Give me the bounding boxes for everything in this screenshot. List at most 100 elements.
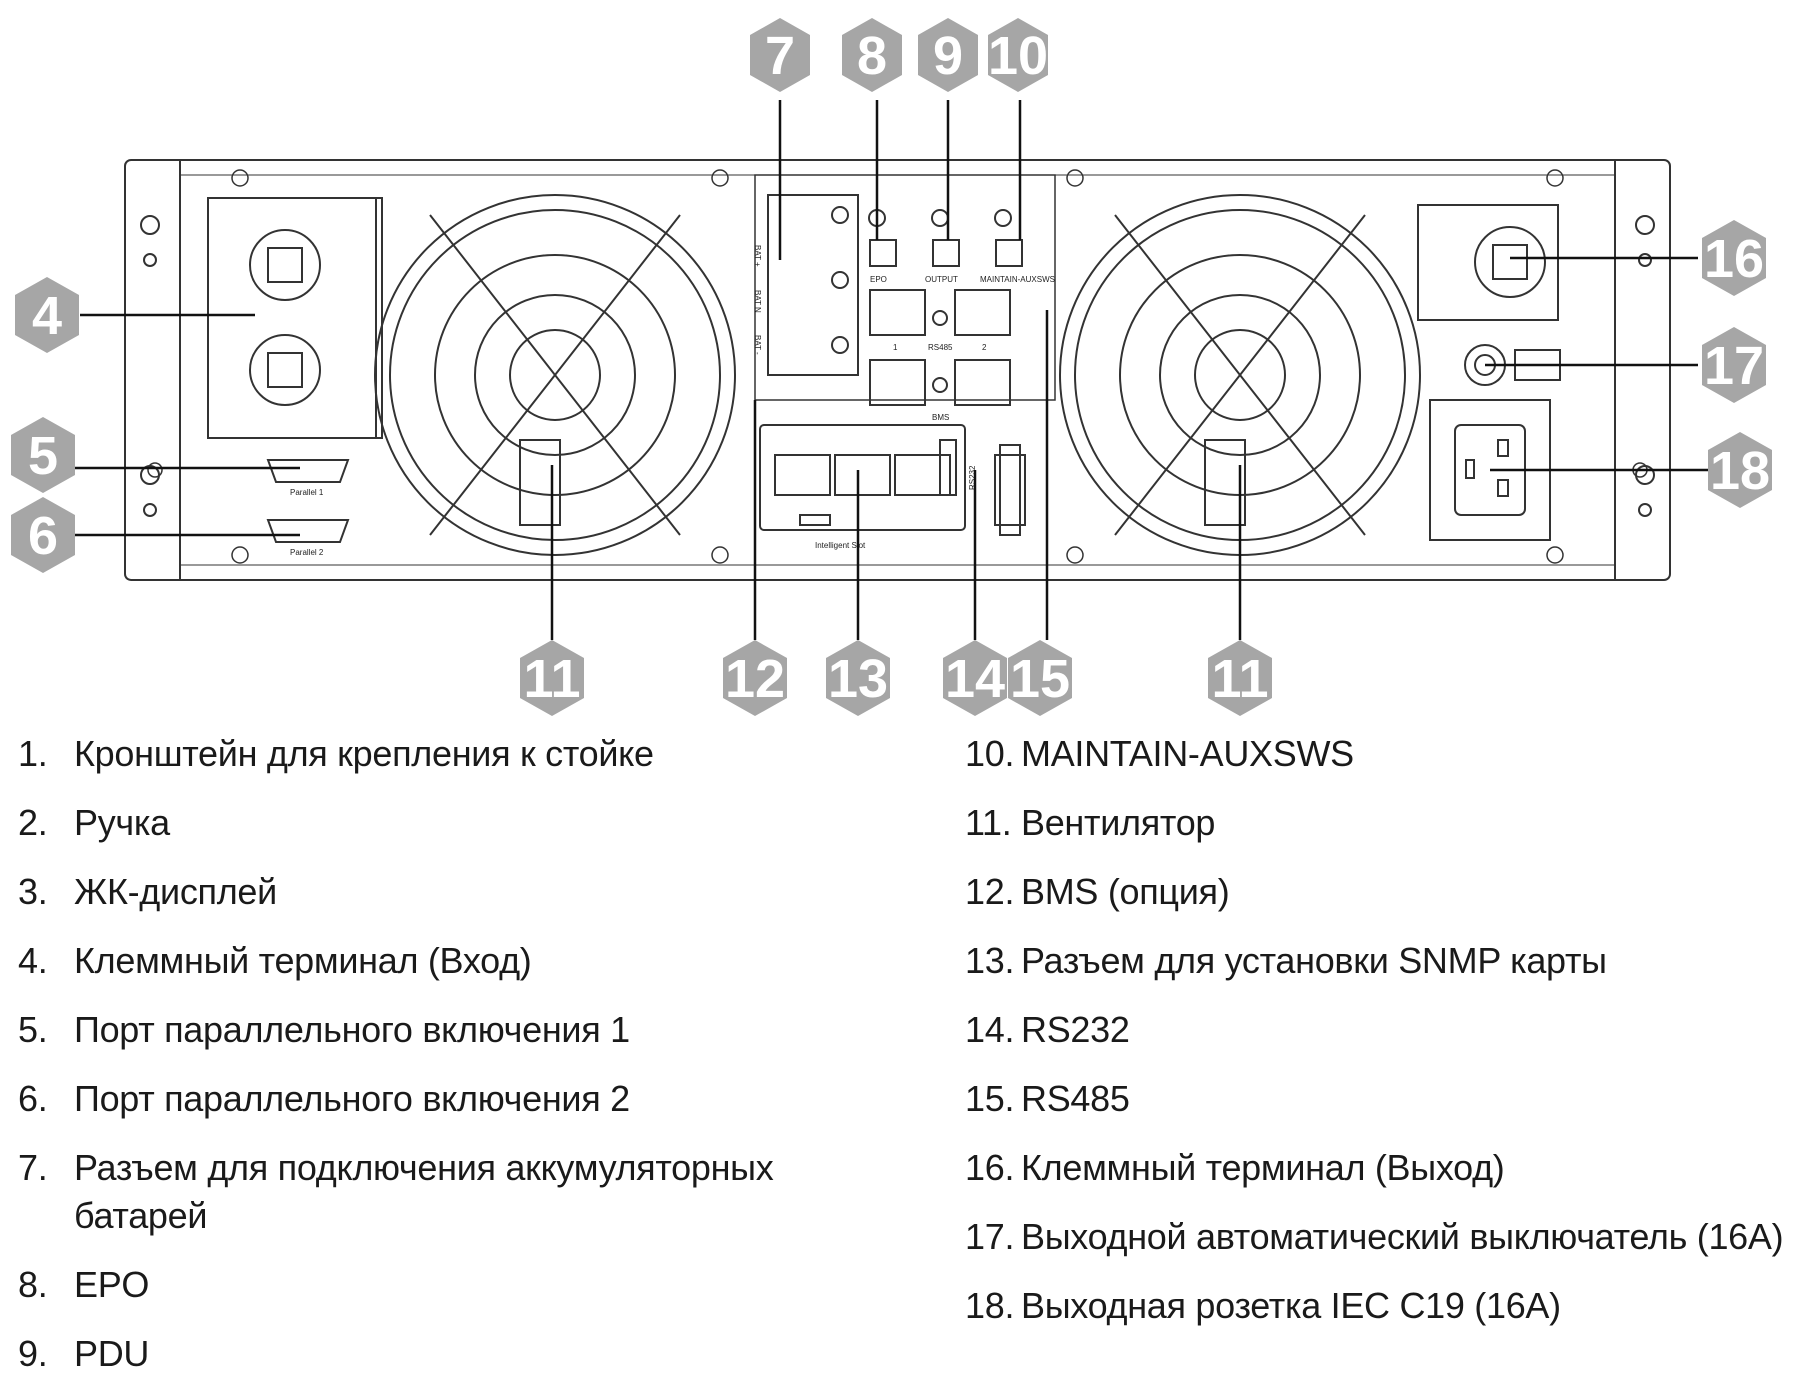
legend-number: 15.: [965, 1078, 1015, 1119]
callout-14: 14: [945, 649, 1005, 709]
legend-text: ЖК-дисплей: [74, 871, 277, 912]
legend-number: 3.: [18, 871, 48, 912]
legend-text: Порт параллельного включения 2: [74, 1078, 630, 1119]
legend-number: 16.: [965, 1147, 1015, 1188]
label-maintain: MAINTAIN-AUXSWS: [980, 275, 1055, 284]
callout-9: 9: [933, 26, 963, 86]
legend-number: 17.: [965, 1216, 1015, 1257]
label-parallel-2: Parallel 2: [290, 548, 324, 557]
legend-text: Разъем для установки SNMP карты: [1021, 940, 1607, 981]
bms-ports: [869, 359, 1011, 406]
legend-item: 1. Кронштейн для крепления к стойке: [18, 730, 878, 778]
label-parallel-1: Parallel 1: [290, 488, 324, 497]
maintain-switch: [994, 209, 1023, 267]
callout-14-badge: [943, 640, 1007, 716]
legend-right: 10.MAINTAIN-AUXSWS 11.Вентилятор 12.BMS …: [965, 730, 1785, 1351]
callout-9-badge: [918, 18, 978, 92]
parallel-port-1: [266, 459, 350, 483]
callout-6: 6: [28, 506, 58, 566]
legend-item: 8.EPO: [18, 1261, 878, 1309]
callout-11-left: 11: [523, 649, 580, 709]
callout-16-badge: [1702, 220, 1766, 296]
label-epo: EPO: [870, 275, 887, 284]
rs485-ports: [869, 289, 1011, 336]
callout-12: 12: [725, 649, 785, 709]
legend-item: 9. PDU: [18, 1330, 878, 1378]
legend-text: Клеммный терминал (Вход): [74, 940, 532, 981]
legend-item: 6. Порт параллельного включения 2: [18, 1075, 878, 1123]
legend-text: Кронштейн для крепления к стойке: [74, 733, 654, 774]
legend-item: 13.Разъем для установки SNMP карты: [965, 937, 1785, 985]
label-rs232: RS232: [968, 465, 977, 490]
legend-number: 2.: [18, 802, 48, 843]
callout-8: 8: [857, 26, 887, 86]
label-port-2: 2: [982, 343, 987, 352]
callout-13-badge: [826, 640, 890, 716]
callout-11-right-badge: [1208, 640, 1272, 716]
legend-item: 3. ЖК-дисплей: [18, 868, 878, 916]
legend-number: 18.: [965, 1285, 1015, 1326]
legend-text: Выходной автоматический выключатель (16A…: [1021, 1216, 1784, 1257]
callout-17: 17: [1704, 336, 1764, 396]
legend-item: 2. Ручка: [18, 799, 878, 847]
callout-10: 10: [988, 26, 1048, 86]
callout-6-badge: [11, 497, 75, 573]
callout-11-right: 11: [1211, 649, 1268, 709]
legend-number: 1.: [18, 733, 48, 774]
input-terminal-block: [207, 197, 383, 439]
legend-number: 7.: [18, 1147, 48, 1188]
callout-11-left-badge: [520, 640, 584, 716]
callout-5-badge: [11, 417, 75, 493]
label-bat-minus: BAT -: [753, 335, 762, 355]
parallel-port-2: [266, 519, 350, 543]
legend-item: 18.Выходная розетка IEC C19 (16A): [965, 1282, 1785, 1330]
label-bat-plus: BAT +: [753, 245, 762, 267]
legend-text: PDU: [74, 1333, 150, 1374]
label-port-1: 1: [893, 343, 898, 352]
legend-item: 17.Выходной автоматический выключатель (…: [965, 1213, 1785, 1261]
legend-text: Порт параллельного включения 1: [74, 1009, 630, 1050]
legend-text: BMS (опция): [1021, 871, 1230, 912]
legend-number: 12.: [965, 871, 1015, 912]
callout-18: 18: [1710, 441, 1770, 501]
output-terminal-block: [1417, 204, 1559, 321]
rs232-port: [994, 444, 1026, 536]
label-rs485: RS485: [928, 343, 953, 352]
legend-text: Клеммный терминал (Выход): [1021, 1147, 1505, 1188]
callout-15: 15: [1010, 649, 1070, 709]
legend-text: Разъем для подключения аккумуляторных ба…: [74, 1147, 774, 1236]
label-intelligent-slot: Intelligent Slot: [815, 541, 866, 550]
callout-15-badge: [1008, 640, 1072, 716]
legend-text: MAINTAIN-AUXSWS: [1021, 733, 1354, 774]
callout-17-badge: [1702, 327, 1766, 403]
legend-item: 5. Порт параллельного включения 1: [18, 1006, 878, 1054]
callout-4-badge: [15, 277, 79, 353]
legend-text: Ручка: [74, 802, 170, 843]
fan-left: [374, 194, 736, 556]
legend-number: 6.: [18, 1078, 48, 1119]
legend-text: Вентилятор: [1021, 802, 1216, 843]
legend-item: 4.Клеммный терминал (Вход): [18, 937, 878, 985]
legend-left: 1. Кронштейн для крепления к стойке 2. Руч…: [18, 730, 878, 1399]
legend-item: 7. Разъем для подключения аккумуляторных …: [18, 1144, 878, 1240]
legend-item: 16.Клеммный терминал (Выход): [965, 1144, 1785, 1192]
legend-text: RS232: [1021, 1009, 1130, 1050]
legend-number: 14.: [965, 1009, 1015, 1050]
callout-8-badge: [842, 18, 902, 92]
legend-number: 11.: [965, 802, 1012, 843]
callout-7-badge: [750, 18, 810, 92]
legend-item: 10.MAINTAIN-AUXSWS: [965, 730, 1785, 778]
legend-text: Выходная розетка IEC C19 (16A): [1021, 1285, 1561, 1326]
legend-item: 12.BMS (опция): [965, 868, 1785, 916]
legend-number: 10.: [965, 733, 1015, 774]
legend-text: EPO: [74, 1264, 150, 1305]
legend-item: 14.RS232: [965, 1006, 1785, 1054]
label-bat-n: BAT N: [753, 290, 762, 313]
epo-switch: [868, 209, 897, 267]
legend-item: 11.Вентилятор: [965, 799, 1785, 847]
chassis-outline: [124, 159, 1671, 581]
callout-13: 13: [828, 649, 888, 709]
legend-number: 5.: [18, 1009, 48, 1050]
legend-number: 9.: [18, 1333, 48, 1374]
callout-18-badge: [1708, 432, 1772, 508]
